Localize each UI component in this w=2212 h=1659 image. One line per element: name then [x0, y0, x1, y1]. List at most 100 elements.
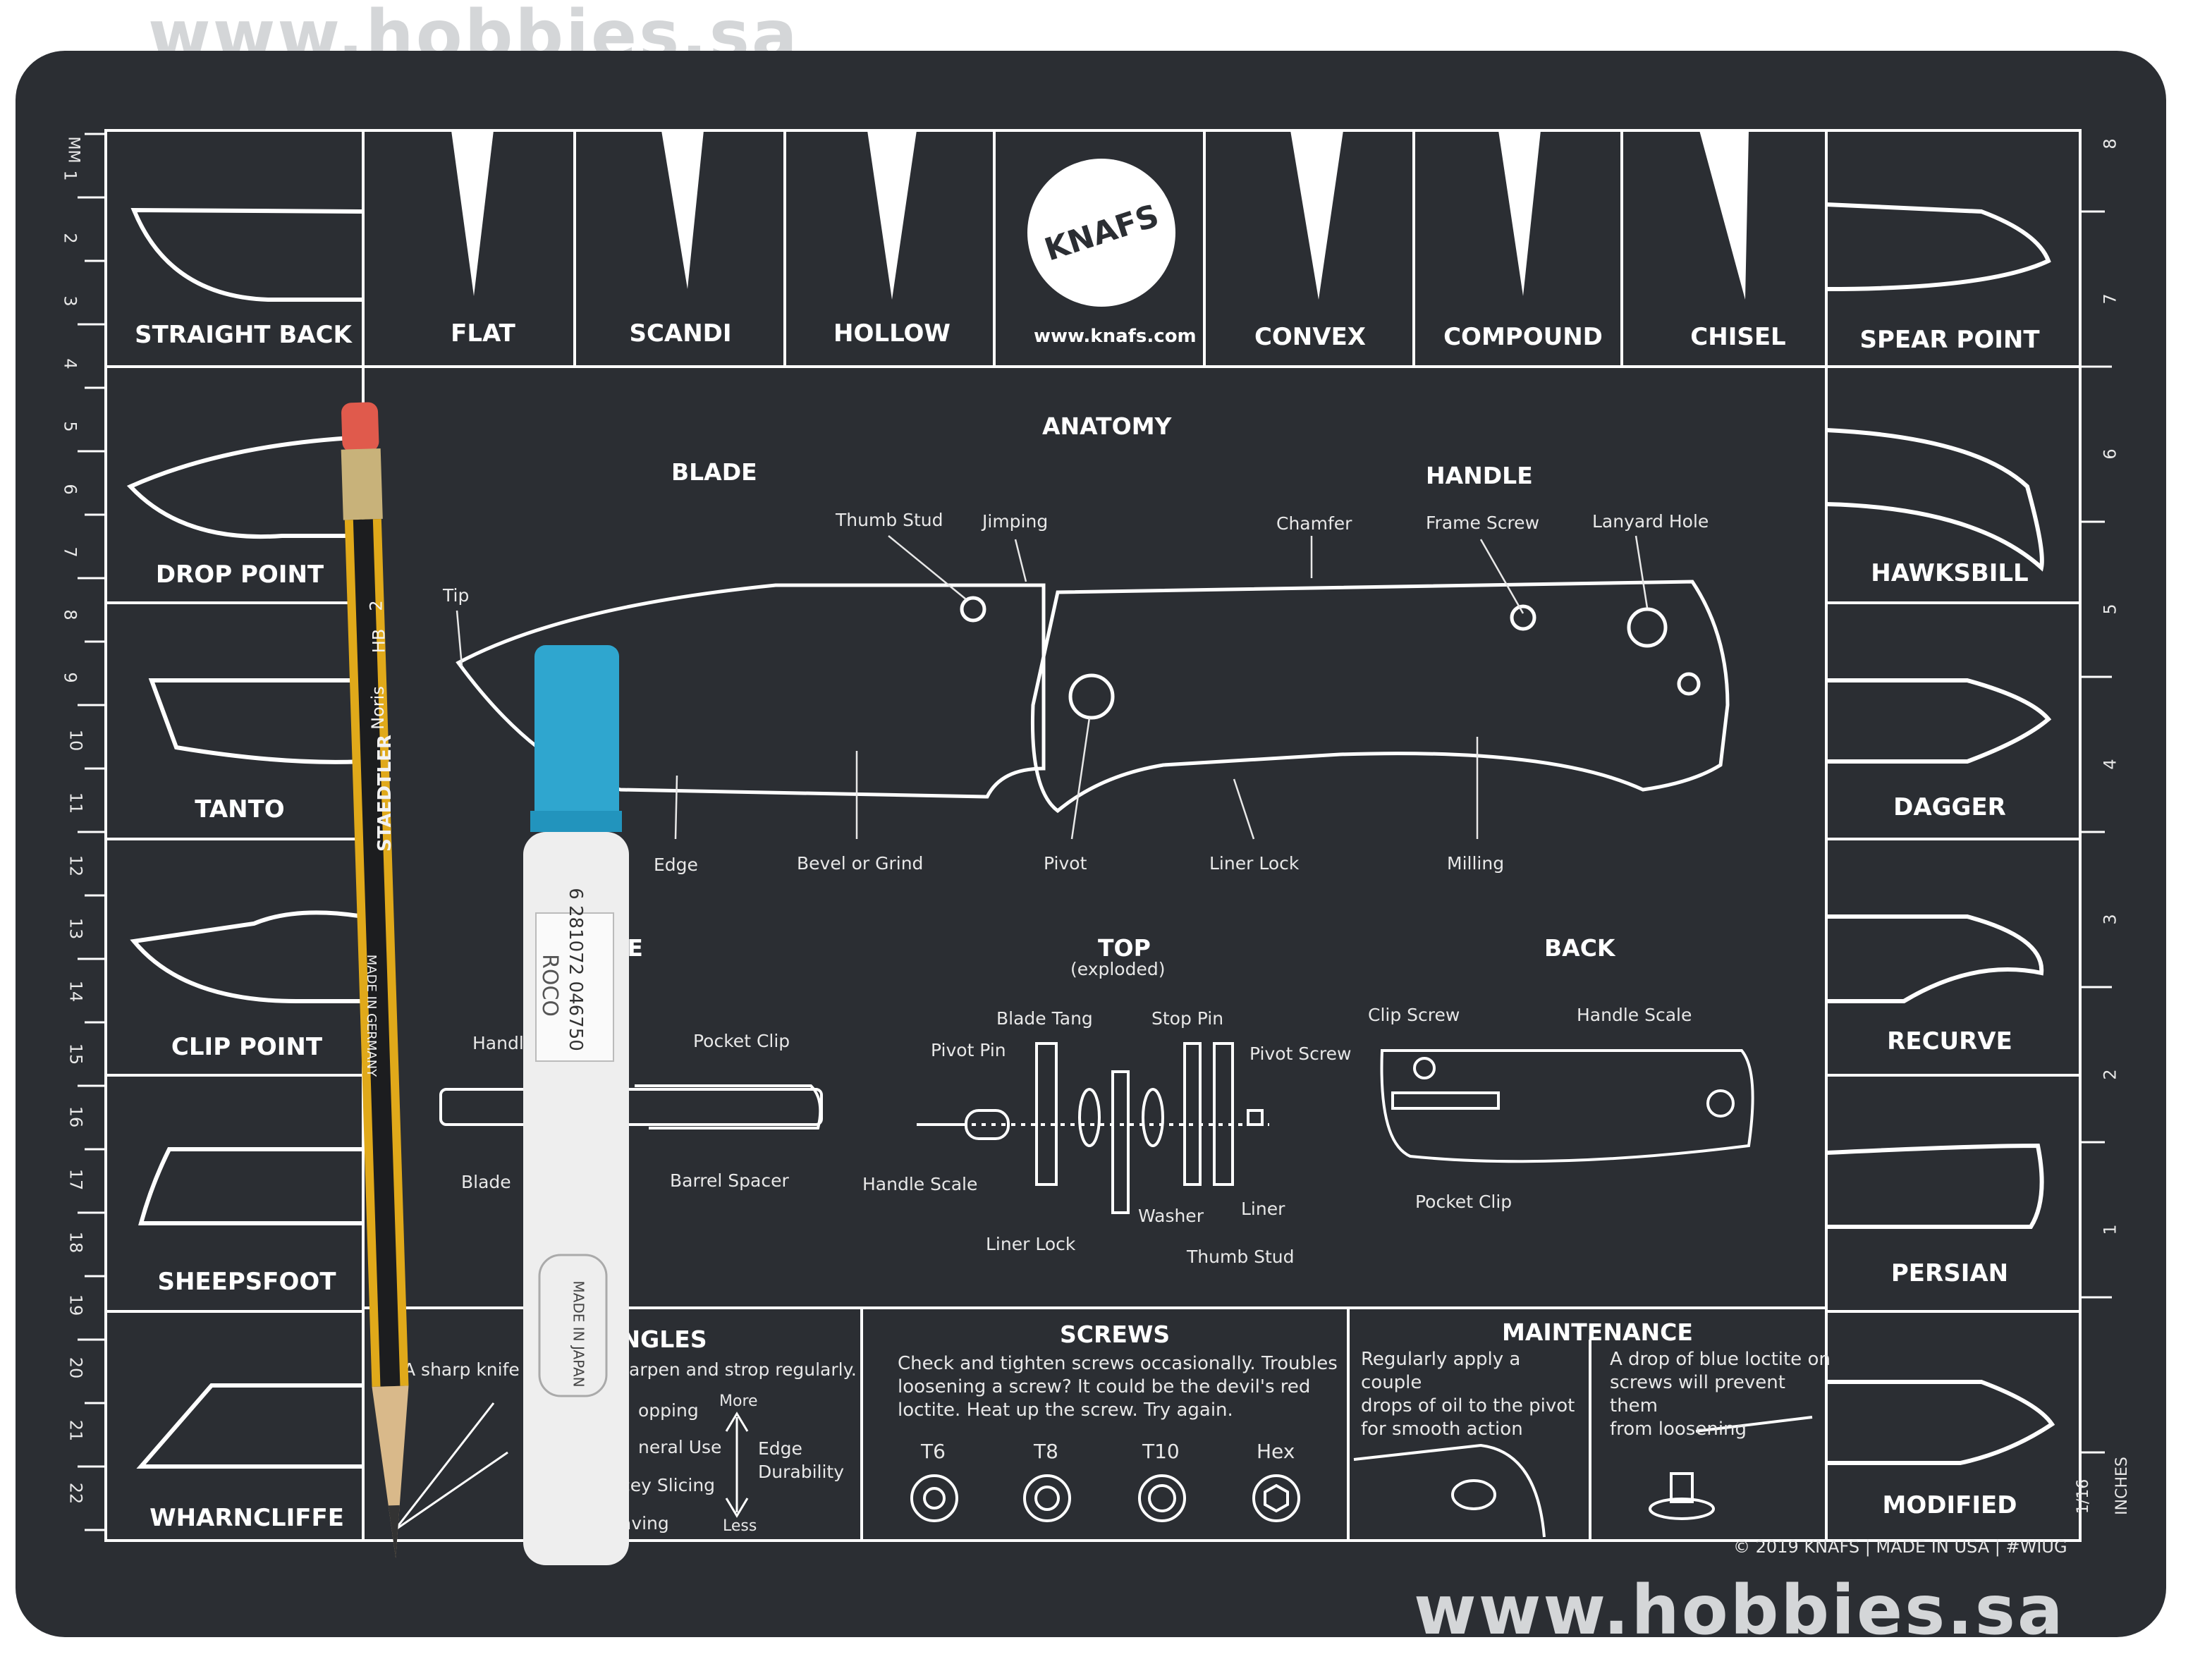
maintenance-right-line: screws will prevent them [1610, 1372, 1785, 1416]
ruler-mm-number: 10 [66, 729, 86, 752]
maintenance-right: A drop of blue loctite on screws will pr… [1610, 1348, 1835, 1441]
grind-compound: COMPOUND [1443, 323, 1603, 351]
ruler-inch-number: 3 [2100, 914, 2120, 925]
label-thumb-stud: Thumb Stud [836, 510, 943, 530]
screws-title: SCREWS [1060, 1321, 1171, 1348]
angles-item-general: neral Use [638, 1437, 722, 1457]
label-edge: Edge [654, 855, 698, 875]
screws-text-line: loosening a screw? It could be the devil… [898, 1376, 1311, 1397]
angles-item-slicing: cey Slicing [621, 1475, 716, 1495]
top-handle-scale: Handle Scale [862, 1174, 978, 1194]
copyright-footer: © 2019 KNAFS | MADE IN USA | #WIUG [1733, 1537, 2067, 1557]
shape-straight-back: STRAIGHT BACK [135, 321, 352, 349]
screw-t6: T6 [921, 1440, 946, 1463]
anatomy-blade-title: BLADE [671, 458, 757, 486]
ruler-mm-number: 11 [66, 792, 86, 814]
shape-tanto: TANTO [195, 795, 285, 824]
marker-origin: MADE IN JAPAN [570, 1280, 587, 1388]
maintenance-left-line: drops of oil to the pivot [1361, 1395, 1575, 1416]
shape-spear-point: SPEAR POINT [1859, 326, 2040, 354]
anatomy-title: ANATOMY [1042, 412, 1172, 440]
grind-chisel: CHISEL [1690, 323, 1786, 351]
ruler-mm-number: 12 [66, 855, 86, 877]
maintenance-left: Regularly apply a couple drops of oil to… [1361, 1348, 1587, 1441]
side-pocket-clip: Pocket Clip [693, 1031, 790, 1051]
ruler-mm-number: 5 [60, 421, 80, 432]
top-liner-lock: Liner Lock [986, 1234, 1076, 1254]
maintenance-left-line: for smooth action [1361, 1419, 1523, 1440]
ruler-inch-number: 1 [2100, 1224, 2120, 1235]
ruler-mm-number: 1 [60, 170, 80, 181]
side-handle: Handl [472, 1033, 524, 1053]
angles-edge: Edge [758, 1438, 802, 1459]
ruler-mm-number: 9 [60, 672, 80, 683]
grind-hollow: HOLLOW [833, 319, 951, 348]
maintenance-title: MAINTENANCE [1502, 1318, 1693, 1346]
ruler-mm-label: MM [64, 136, 83, 164]
ruler-inches-label: INCHES [2113, 1457, 2131, 1515]
grind-convex: CONVEX [1254, 323, 1367, 351]
grind-flat: FLAT [451, 319, 515, 348]
ruler-mm-number: 3 [60, 295, 80, 307]
grind-scandi: SCANDI [629, 319, 732, 348]
screws-text-line: Check and tighten screws occasionally. T… [898, 1353, 1338, 1374]
top-title: TOP [1098, 934, 1151, 962]
watermark-bottom: www.hobbies.sa [1414, 1571, 2065, 1650]
ruler-inch-number: 2 [2100, 1069, 2120, 1080]
ruler-mm-number: 6 [60, 484, 80, 495]
ruler-mm-number: 15 [66, 1043, 86, 1065]
top-stop-pin: Stop Pin [1151, 1008, 1224, 1029]
ruler-mm-number: 19 [66, 1294, 86, 1316]
marker-pen [523, 645, 629, 1565]
pencil [341, 402, 409, 1559]
ruler-mm-number: 7 [60, 546, 80, 558]
back-handle-scale: Handle Scale [1577, 1005, 1692, 1025]
ruler-inch-number: 4 [2100, 759, 2120, 770]
ruler-mm-number: 14 [66, 980, 86, 1003]
shape-clip-point: CLIP POINT [171, 1033, 323, 1061]
top-pivot-screw: Pivot Screw [1249, 1043, 1352, 1064]
top-thumb-stud: Thumb Stud [1187, 1247, 1295, 1267]
label-liner-lock: Liner Lock [1209, 853, 1300, 874]
ruler-mm-number: 17 [66, 1168, 86, 1191]
back-pocket-clip: Pocket Clip [1415, 1192, 1513, 1212]
ruler-mm-number: 18 [66, 1231, 86, 1254]
screw-hex: Hex [1257, 1440, 1295, 1463]
ruler-inch-number: 6 [2100, 448, 2120, 460]
label-bevel: Bevel or Grind [797, 853, 924, 874]
top-pivot-pin: Pivot Pin [931, 1040, 1006, 1060]
top-liner: Liner [1241, 1199, 1285, 1219]
pencil-grade: HB [369, 628, 389, 654]
shape-wharncliffe: WHARNCLIFFE [149, 1504, 344, 1532]
anatomy-handle-title: HANDLE [1426, 462, 1533, 489]
ruler-inch-number: 7 [2100, 293, 2120, 305]
marker-brand: ROCO [537, 953, 563, 1017]
shape-drop-point: DROP POINT [155, 561, 324, 589]
ruler-inch-number: 5 [2100, 604, 2120, 615]
screws-text-line: loctite. Heat up the screw. Try again. [898, 1400, 1233, 1421]
label-milling: Milling [1447, 853, 1505, 874]
back-title: BACK [1544, 934, 1615, 962]
pencil-origin: MADE IN GERMANY [364, 954, 379, 1077]
ruler-mm-number: 20 [66, 1357, 86, 1379]
angles-more: More [719, 1392, 758, 1410]
angles-line2: arpen and strop regularly. [629, 1359, 857, 1380]
top-blade-tang: Blade Tang [996, 1008, 1093, 1029]
shape-recurve: RECURVE [1887, 1027, 2012, 1055]
pencil-number: 2 [366, 600, 386, 611]
ruler-mm-number: 13 [66, 917, 86, 940]
angles-durability: Durability [758, 1462, 844, 1482]
label-frame-screw: Frame Screw [1426, 513, 1540, 533]
label-pivot: Pivot [1044, 853, 1087, 874]
ruler-fraction-label: 1/16 [2074, 1479, 2093, 1514]
ruler-inch-number: 8 [2100, 138, 2120, 149]
ruler-mm-number: 2 [60, 233, 80, 244]
angles-line1: A sharp knife [403, 1359, 520, 1380]
knafs-url[interactable]: www.knafs.com [1034, 326, 1197, 347]
shape-persian: PERSIAN [1890, 1259, 2009, 1287]
ruler-mm-number: 22 [66, 1482, 86, 1505]
label-tip: Tip [443, 585, 470, 606]
side-barrel-spacer: Barrel Spacer [670, 1170, 789, 1191]
marker-barcode: 6 281072 046750 [564, 888, 586, 1051]
angles-less: Less [723, 1517, 757, 1535]
